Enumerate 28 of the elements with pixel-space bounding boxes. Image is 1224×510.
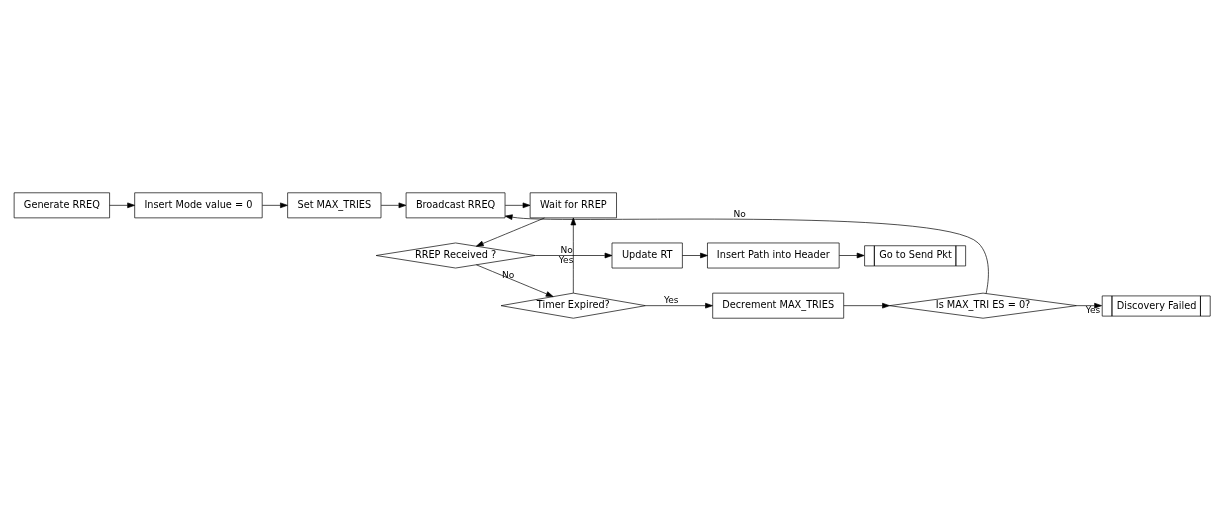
node-box: Insert Path into Header <box>707 242 840 268</box>
arrow <box>476 263 554 297</box>
node-box: Broadcast RREQ <box>405 191 506 218</box>
node-diamond: Is MAX_TRI ES = 0? <box>889 292 1078 319</box>
arrow <box>839 252 865 258</box>
arrow <box>504 213 989 294</box>
arrow <box>682 252 708 258</box>
arrow <box>504 202 531 208</box>
edge-label: No <box>733 208 746 219</box>
node-box: Update RT <box>611 242 683 268</box>
arrow <box>109 202 135 208</box>
edge-label: No <box>502 269 515 280</box>
arrow <box>380 202 407 208</box>
edge-label: Yes <box>558 254 574 265</box>
edge-label: No <box>560 244 573 255</box>
arrow <box>570 217 577 293</box>
arrow <box>1076 302 1102 308</box>
node-box: Generate RREQ <box>13 191 110 218</box>
arrow <box>534 252 613 258</box>
arrow <box>843 302 890 308</box>
node-box: Decrement MAX_TRIES <box>712 292 845 319</box>
node-box: Wait for RREP <box>529 191 617 218</box>
arrow <box>262 202 288 208</box>
edge-label: Yes <box>1085 304 1101 315</box>
node-box: Set MAX_TRIES <box>287 191 382 218</box>
arrow <box>645 302 713 308</box>
edge-label: Yes <box>663 294 679 305</box>
node-box: Insert Mode value = 0 <box>134 191 263 218</box>
